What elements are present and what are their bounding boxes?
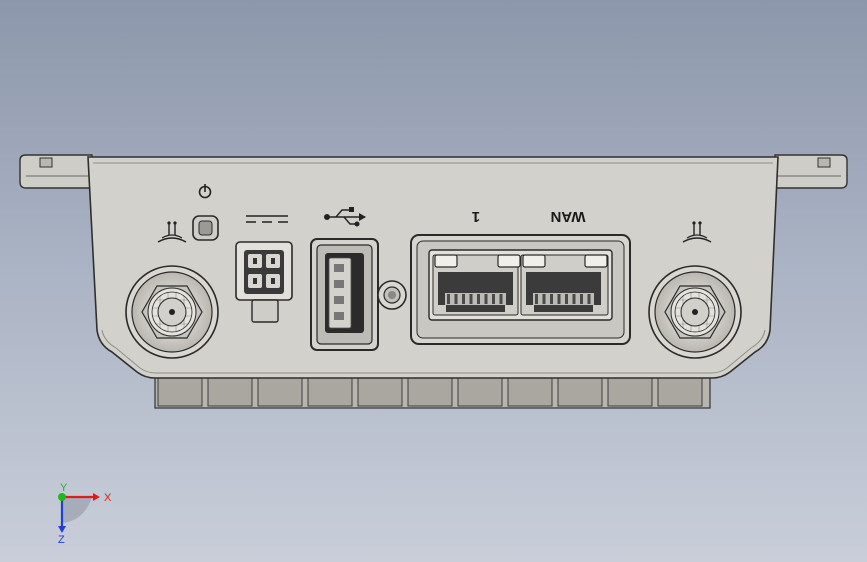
rj45-contact-pin	[550, 294, 553, 304]
rj45-contact-pin	[580, 294, 583, 304]
antenna-connector-left[interactable]	[125, 265, 219, 359]
heatsink-fin	[257, 377, 303, 407]
heatsink-fin	[657, 377, 703, 407]
x-axis-label: X	[104, 492, 112, 504]
rj45-contact-pin	[572, 294, 576, 304]
wan-port-label: WAN	[551, 208, 586, 225]
heatsink-fin	[357, 377, 403, 407]
rj45-contact-pin	[454, 294, 458, 304]
rj45-contact-pin	[542, 294, 546, 304]
rj45-contact-pin	[484, 294, 488, 304]
left-mount-flange	[19, 154, 93, 189]
rj45-contact-pin	[462, 294, 465, 304]
heatsink-fin	[557, 377, 603, 407]
antenna-icon	[682, 221, 712, 243]
heatsink-fin	[157, 377, 203, 407]
rj45-contact-pin	[447, 294, 450, 304]
rj45-contact-pin	[477, 294, 480, 304]
usb-symbol-icon	[324, 207, 366, 227]
antenna-icon	[157, 221, 187, 243]
rj45-contact-pin	[587, 294, 591, 304]
y-axis-label: Y	[60, 482, 68, 494]
port-1-label: 1	[472, 208, 480, 225]
dc-power-symbol-icon	[246, 215, 288, 223]
usb-port[interactable]	[310, 238, 379, 351]
heatsink-fin	[607, 377, 653, 407]
status-led	[377, 280, 407, 310]
rj45-contact-pin	[535, 294, 538, 304]
ethernet-port-wan[interactable]	[520, 254, 609, 316]
z-axis-label: Z	[58, 534, 65, 546]
right-mount-flange	[774, 154, 848, 189]
ethernet-port-1[interactable]	[432, 254, 521, 316]
rj45-contact-pin	[499, 294, 503, 304]
rj45-contact-pin	[469, 294, 473, 304]
heatsink-fins	[154, 374, 711, 409]
y-axis-arrow	[58, 493, 66, 501]
heatsink-fin	[457, 377, 503, 407]
heatsink-fin	[207, 377, 253, 407]
heatsink-fin	[507, 377, 553, 407]
power-icon	[198, 184, 212, 199]
heatsink-fin	[307, 377, 353, 407]
dc-power-jack[interactable]	[235, 241, 293, 323]
rj45-contact-pin	[492, 294, 495, 304]
rj45-contact-pin	[557, 294, 561, 304]
axis-triad: X Y Z	[58, 482, 112, 546]
antenna-connector-right[interactable]	[648, 265, 742, 359]
heatsink-fin	[407, 377, 453, 407]
power-button[interactable]	[192, 215, 219, 241]
rj45-contact-pin	[565, 294, 568, 304]
